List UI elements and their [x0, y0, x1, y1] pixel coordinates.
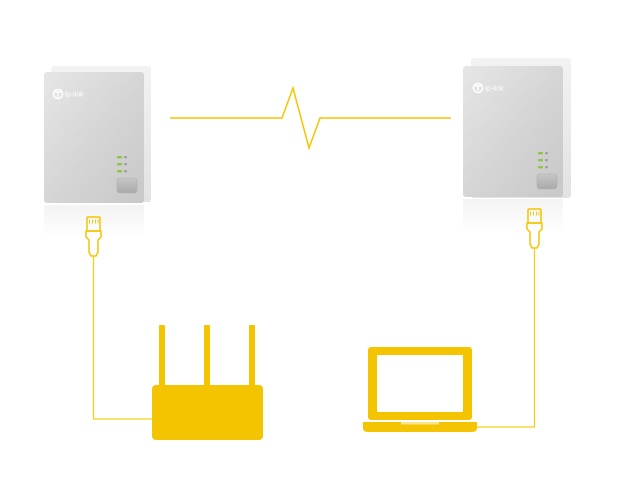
brand-name: tp-link: [485, 86, 504, 93]
ethernet-led: [117, 170, 122, 173]
left-ethernet-plug: [85, 216, 102, 257]
router-antenna-right: [249, 325, 255, 389]
router-antenna-middle: [204, 325, 210, 389]
powerline-signal-icon: [170, 85, 451, 151]
adapter-body: [463, 66, 563, 197]
brand-name: tp-link: [65, 92, 84, 99]
adapter-reflection: [463, 199, 563, 233]
left-ethernet-cable: [92, 256, 152, 420]
right-ethernet-cable: [477, 248, 536, 428]
pair-button: [536, 173, 558, 190]
router-body: [152, 385, 263, 440]
left-powerline-adapter: tp-link: [44, 66, 151, 239]
brand-logo: tp-link: [52, 88, 84, 100]
laptop-base: [363, 422, 477, 432]
right-powerline-adapter: tp-link: [463, 58, 571, 233]
status-leds: [538, 152, 548, 169]
router-antenna-left: [159, 325, 165, 389]
laptop-screen: [377, 355, 463, 412]
powerline-led: [117, 163, 122, 166]
status-leds: [117, 156, 127, 173]
brand-logo: tp-link: [472, 82, 504, 94]
right-ethernet-plug: [526, 208, 543, 249]
laptop-icon: [363, 347, 477, 432]
router-icon: [152, 325, 263, 440]
powerline-led: [538, 159, 543, 162]
ethernet-led: [538, 166, 543, 169]
power-led: [538, 152, 543, 155]
adapter-reflection: [44, 205, 144, 239]
power-led: [117, 156, 122, 159]
pair-button: [116, 177, 138, 194]
